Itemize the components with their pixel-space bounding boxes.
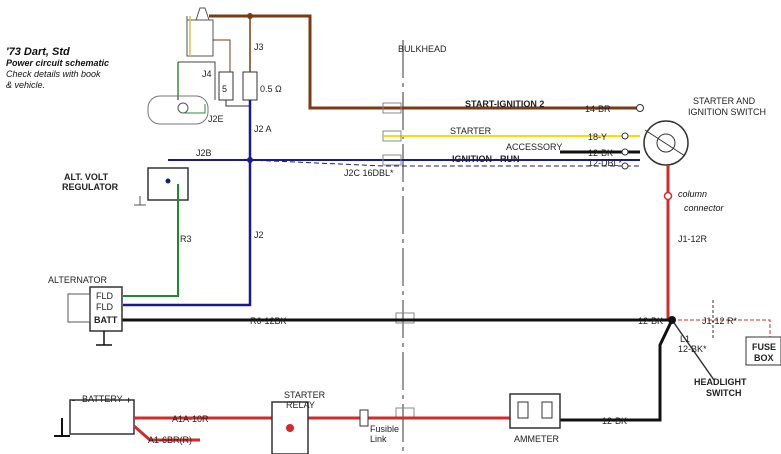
label-j2b: J2B — [196, 148, 212, 158]
wire-12bk-ammeter — [560, 319, 674, 422]
battery — [69, 399, 135, 435]
label-battery: BATTERY — [82, 394, 123, 404]
label-starter-relay-1: STARTER — [284, 390, 326, 400]
label-start-ignition-2: START-IGNITION 2 — [465, 99, 544, 109]
label-plus: + — [126, 395, 131, 405]
label-l1-12bk: 12-BK* — [678, 344, 707, 354]
ignition-switch — [643, 120, 689, 166]
fuse-box — [745, 336, 781, 366]
label-switch-1: STARTER AND — [693, 96, 756, 106]
label-link: Link — [370, 434, 387, 444]
coil-terminal — [195, 7, 210, 21]
label-12-dbl: 12-DBL* — [588, 158, 623, 168]
label-a1a-10r: A1A-10R — [172, 414, 209, 424]
column-connector — [663, 191, 673, 201]
label-regulator: REGULATOR — [62, 182, 119, 192]
label-switch: SWITCH — [706, 388, 742, 398]
wire-start-ignition-2 — [209, 14, 640, 110]
label-a1-6br: A1-6BR(R) — [148, 435, 192, 445]
label-l1: L1 — [680, 334, 690, 344]
voltage-regulator — [147, 167, 189, 201]
label-fld-2: FLD — [96, 302, 114, 312]
label-j1-12r: J1-12R — [678, 234, 708, 244]
label-headlight: HEADLIGHT — [694, 377, 747, 387]
label-r6: R6-12BK — [250, 316, 287, 326]
label-j1-12r-star: J1-12 R* — [702, 316, 738, 326]
label-12-bk-right: 12-BK — [638, 316, 663, 326]
label-starter-relay-2: RELAY — [286, 400, 315, 410]
label-j3: J3 — [254, 42, 264, 52]
label-fld-1: FLD — [96, 291, 114, 301]
label-batt: BATT — [94, 315, 118, 325]
title-line-3: Check details with book — [6, 69, 101, 79]
label-ignition-run: IGNITION - RUN — [452, 154, 520, 164]
alternator — [89, 286, 123, 332]
label-j2: J2 — [254, 230, 264, 240]
wire-r3 — [123, 184, 179, 297]
label-5: 5 — [222, 84, 227, 94]
label-connector: connector — [684, 203, 725, 213]
resistor-0-5-ohm — [242, 71, 258, 101]
label-18-y: 18-Y — [588, 132, 607, 142]
wire-j2c — [249, 159, 640, 167]
ignition-coil — [186, 19, 214, 57]
label-ohm: 0.5 Ω — [260, 84, 282, 94]
label-switch-2: IGNITION SWITCH — [688, 107, 766, 117]
wire-a1-6br — [133, 424, 200, 442]
label-fuse: FUSE — [752, 342, 776, 352]
label-bulkhead: BULKHEAD — [398, 44, 447, 54]
diagram-title-block: '73 Dart, Std Power circuit schematic Ch… — [6, 47, 146, 91]
label-accessory: ACCESSORY — [506, 142, 562, 152]
label-12-bk-ammeter: 12-BK — [602, 416, 627, 426]
label-j2c: J2C 16DBL* — [344, 168, 394, 178]
label-starter-wire: STARTER — [450, 126, 492, 136]
label-j4: J4 — [202, 69, 212, 79]
label-alt-volt: ALT. VOLT — [64, 172, 109, 182]
label-box: BOX — [754, 353, 774, 363]
label-r3: R3 — [180, 234, 192, 244]
label-column: column — [678, 189, 707, 199]
title-line-4: & vehicle. — [6, 80, 46, 90]
title-line-1: '73 Dart, Std — [6, 46, 70, 58]
label-alternator: ALTERNATOR — [48, 275, 108, 285]
label-j2a: J2 A — [254, 124, 272, 134]
wire-j2 — [123, 100, 252, 307]
fusible-link — [359, 409, 369, 427]
label-12-bk-acc: 12-BK — [588, 148, 613, 158]
label-14-br: 14-BR — [585, 104, 611, 114]
headlight-switch-line — [671, 319, 715, 381]
label-ammeter: AMMETER — [514, 434, 560, 444]
label-minus: - — [72, 395, 75, 405]
title-line-2: Power circuit schematic — [6, 58, 110, 68]
label-j2e: J2E — [208, 114, 224, 124]
label-fusible: Fusible — [370, 424, 399, 434]
